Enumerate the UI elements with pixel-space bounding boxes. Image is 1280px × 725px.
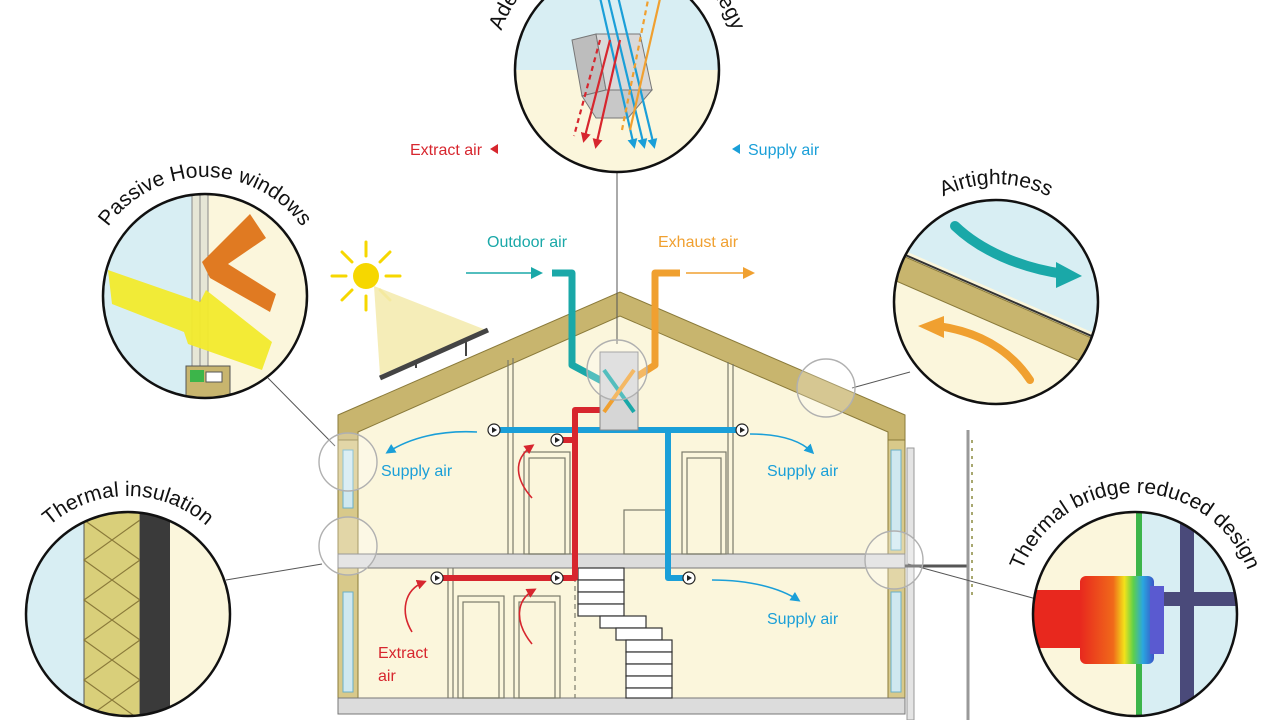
callout-heat-recovery: Adequate heat recovery strategy bbox=[485, 0, 750, 174]
sunbeam bbox=[374, 286, 486, 375]
zoom-markers bbox=[318, 339, 924, 590]
label-supply-air-upper-left: Supply air bbox=[381, 463, 453, 480]
label-extract-air-lower-line1: Extract bbox=[378, 645, 428, 662]
extract-duct bbox=[557, 407, 600, 443]
label-supply-air-lower-right: Supply air bbox=[767, 611, 839, 628]
label-outdoor-air: Outdoor air bbox=[487, 234, 568, 251]
callout-windows: Passive House windows bbox=[94, 159, 316, 400]
staircase bbox=[577, 567, 673, 699]
extract-duct-riser bbox=[440, 440, 578, 581]
ground-floor bbox=[337, 697, 906, 715]
house-interior bbox=[358, 312, 888, 700]
extract-air-indicator bbox=[490, 144, 498, 154]
window-frame-icon bbox=[185, 365, 231, 398]
vent-valve-icon bbox=[430, 423, 749, 585]
label-extract-air-top: Extract air bbox=[410, 142, 483, 159]
solar-panel-icon bbox=[378, 327, 490, 381]
callout-airtightness: Airtightness bbox=[892, 166, 1100, 406]
label-supply-air-top: Supply air bbox=[748, 142, 820, 159]
callout-insulation: Thermal insulation bbox=[24, 478, 232, 718]
house-cross-section bbox=[337, 291, 906, 715]
callout-airtightness-title: Airtightness bbox=[936, 166, 1056, 201]
leader-lines bbox=[225, 170, 1041, 601]
heat-exchanger-icon bbox=[599, 351, 639, 431]
supply-air-indicator bbox=[732, 144, 740, 154]
label-extract-air-lower-line2: air bbox=[378, 668, 396, 685]
callout-thermal-bridge: Thermal bridge reduced design bbox=[1006, 475, 1264, 718]
label-supply-air-upper-right: Supply air bbox=[767, 463, 839, 480]
intermediate-floor bbox=[337, 553, 906, 569]
label-exhaust-air: Exhaust air bbox=[658, 234, 739, 251]
